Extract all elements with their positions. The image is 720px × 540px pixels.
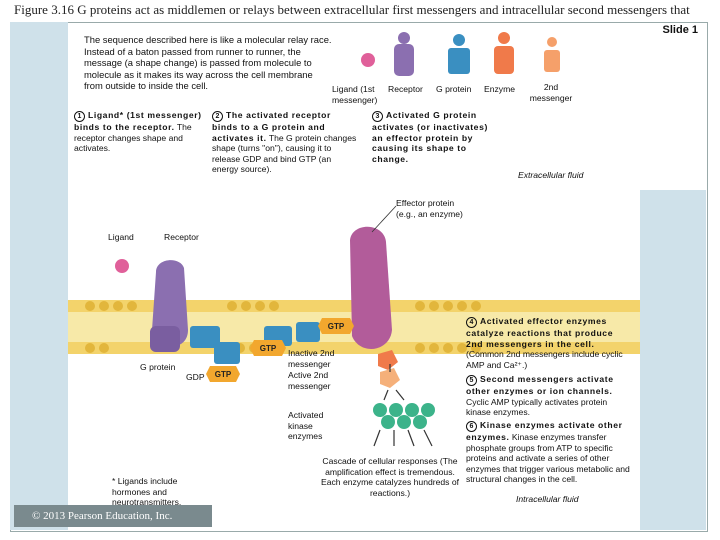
relay-enzyme-figure — [494, 32, 514, 74]
ligand-footnote: * Ligands include hormones and neurotran… — [112, 476, 182, 508]
step-3-head: Activated G protein activates (or inacti… — [372, 110, 488, 164]
step-3-number: 3 — [372, 111, 383, 122]
relay-2nd-messenger-figure — [544, 37, 560, 72]
inactive-2nd-messenger-shape — [378, 350, 398, 370]
step-6-body: Kinase enzymes transfer phosphate groups… — [466, 432, 630, 485]
step-5-number: 5 — [466, 375, 477, 386]
active-2nd-messenger-label: Active 2nd messenger — [288, 370, 331, 391]
left-decor-strip — [10, 22, 68, 530]
step-1-number: 1 — [74, 111, 85, 122]
activated-kinase-label: Activated kinase enzymes — [288, 410, 324, 442]
active-2nd-messenger-shape — [380, 368, 400, 388]
effector-protein-shape — [350, 226, 392, 349]
gtp-text-1: GTP — [260, 344, 277, 353]
step-6-number: 6 — [466, 421, 477, 432]
gtp-text-2: GTP — [215, 370, 232, 379]
relay-label-g-protein: G protein — [436, 84, 472, 94]
step-4-head: Activated effector enzymes catalyze reac… — [466, 316, 614, 349]
gdp-label: GDP — [186, 372, 205, 382]
step-1-body: The receptor changes shape and activates… — [74, 122, 192, 154]
step-5-head: Second messengers activate other enzymes… — [466, 374, 614, 396]
step-6-head: Kinase enzymes activate other enzymes. — [466, 420, 623, 442]
gtp-badge-3 — [318, 318, 354, 334]
figure-title: Figure 3.16 G proteins act as middlemen … — [14, 2, 690, 17]
kinase-enzymes — [373, 403, 435, 429]
step-2-body: The G protein changes shape (turns "on")… — [212, 132, 357, 175]
receptor-tail — [150, 326, 180, 352]
relay-label-2nd-messenger: 2nd messenger — [529, 82, 573, 103]
intro-text: The sequence described here is like a mo… — [84, 34, 332, 92]
ligand-label: Ligand — [108, 232, 134, 242]
right-decor-strip — [640, 190, 706, 530]
relay-g-protein-figure — [448, 34, 470, 74]
step-4-body: (Common 2nd messengers include cyclic AM… — [466, 349, 623, 370]
inactive-2nd-messenger-label: Inactive 2nd messenger — [288, 348, 335, 369]
slide-number: Slide 1 — [662, 24, 698, 36]
effector-pointer — [371, 205, 397, 233]
relay-label-ligand: Ligand (1st messenger) — [332, 84, 378, 105]
intracellular-fluid-label: Intracellular fluid — [516, 494, 579, 504]
gtp-text-3: GTP — [328, 322, 345, 331]
gtp-badge-1 — [250, 340, 286, 356]
effector-protein-label: Effector protein (e.g., an enzyme) — [396, 198, 463, 219]
extracellular-fluid-label: Extracellular fluid — [518, 170, 584, 180]
step-5-body: Cyclic AMP typically activates protein k… — [466, 396, 608, 418]
relay-label-enzyme: Enzyme — [484, 84, 516, 94]
g-protein-label: G protein — [140, 362, 176, 372]
step-2-number: 2 — [212, 111, 223, 122]
step-1-head: Ligand* (1st messenger) binds to the rec… — [74, 110, 202, 132]
relay-label-receptor: Receptor — [388, 84, 423, 94]
ligand-circle — [115, 259, 129, 273]
relay-receptor-figure — [394, 32, 414, 76]
relay-ligand-figure — [361, 53, 375, 67]
step-2-head: The activated receptor binds to a G prot… — [212, 110, 331, 143]
cascade-label: Cascade of cellular responses (The ampli… — [320, 456, 460, 498]
receptor-shape — [152, 260, 188, 346]
g-protein-inactive — [190, 326, 240, 364]
copyright-notice: © 2013 Pearson Education, Inc. — [14, 505, 212, 527]
cascade-arrows — [373, 389, 433, 447]
gtp-badge-2 — [206, 366, 240, 382]
receptor-label: Receptor — [164, 232, 199, 242]
step-4-number: 4 — [466, 317, 477, 328]
